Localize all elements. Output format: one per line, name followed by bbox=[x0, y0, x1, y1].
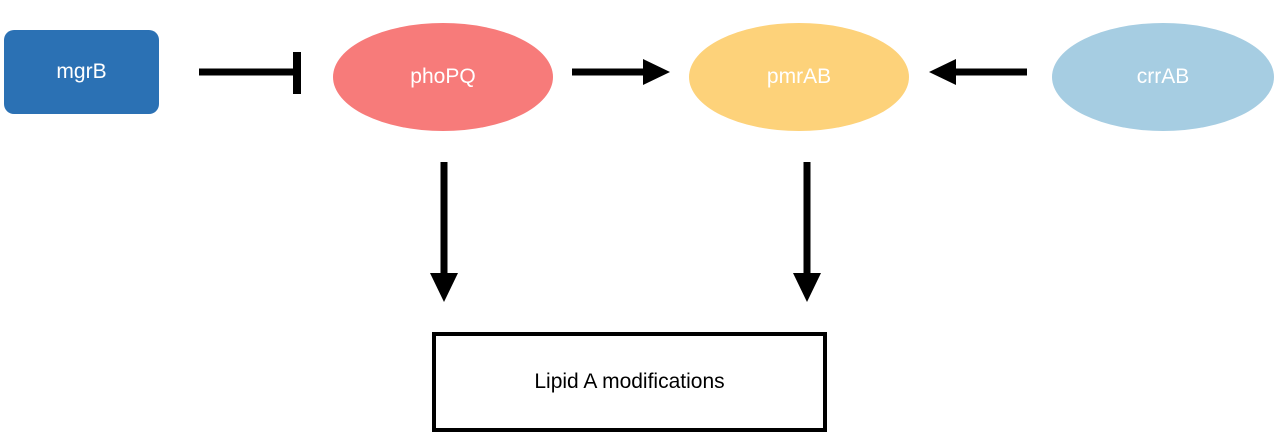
edge-phopq-to-pmrab bbox=[572, 59, 670, 85]
edge-pmrab-to-lipid-a bbox=[793, 162, 821, 302]
node-pmrab: pmrAB bbox=[689, 23, 909, 131]
edge-phopq-to-lipid-a bbox=[430, 162, 458, 302]
node-crrab-label: crrAB bbox=[1136, 65, 1190, 88]
node-mgrb: mgrB bbox=[4, 30, 159, 114]
node-pmrab-label: pmrAB bbox=[766, 65, 832, 88]
output-lipid-a-label: Lipid A modifications bbox=[534, 370, 725, 393]
edge-crrab-to-pmrab bbox=[929, 59, 1027, 85]
node-phopq-label: phoPQ bbox=[410, 65, 476, 88]
node-mgrb-label: mgrB bbox=[56, 60, 107, 83]
node-phopq: phoPQ bbox=[333, 23, 553, 131]
output-lipid-a-box: Lipid A modifications bbox=[432, 332, 827, 432]
node-crrab: crrAB bbox=[1052, 23, 1274, 131]
edge-mgrb-inhibits-phopq bbox=[199, 52, 301, 94]
